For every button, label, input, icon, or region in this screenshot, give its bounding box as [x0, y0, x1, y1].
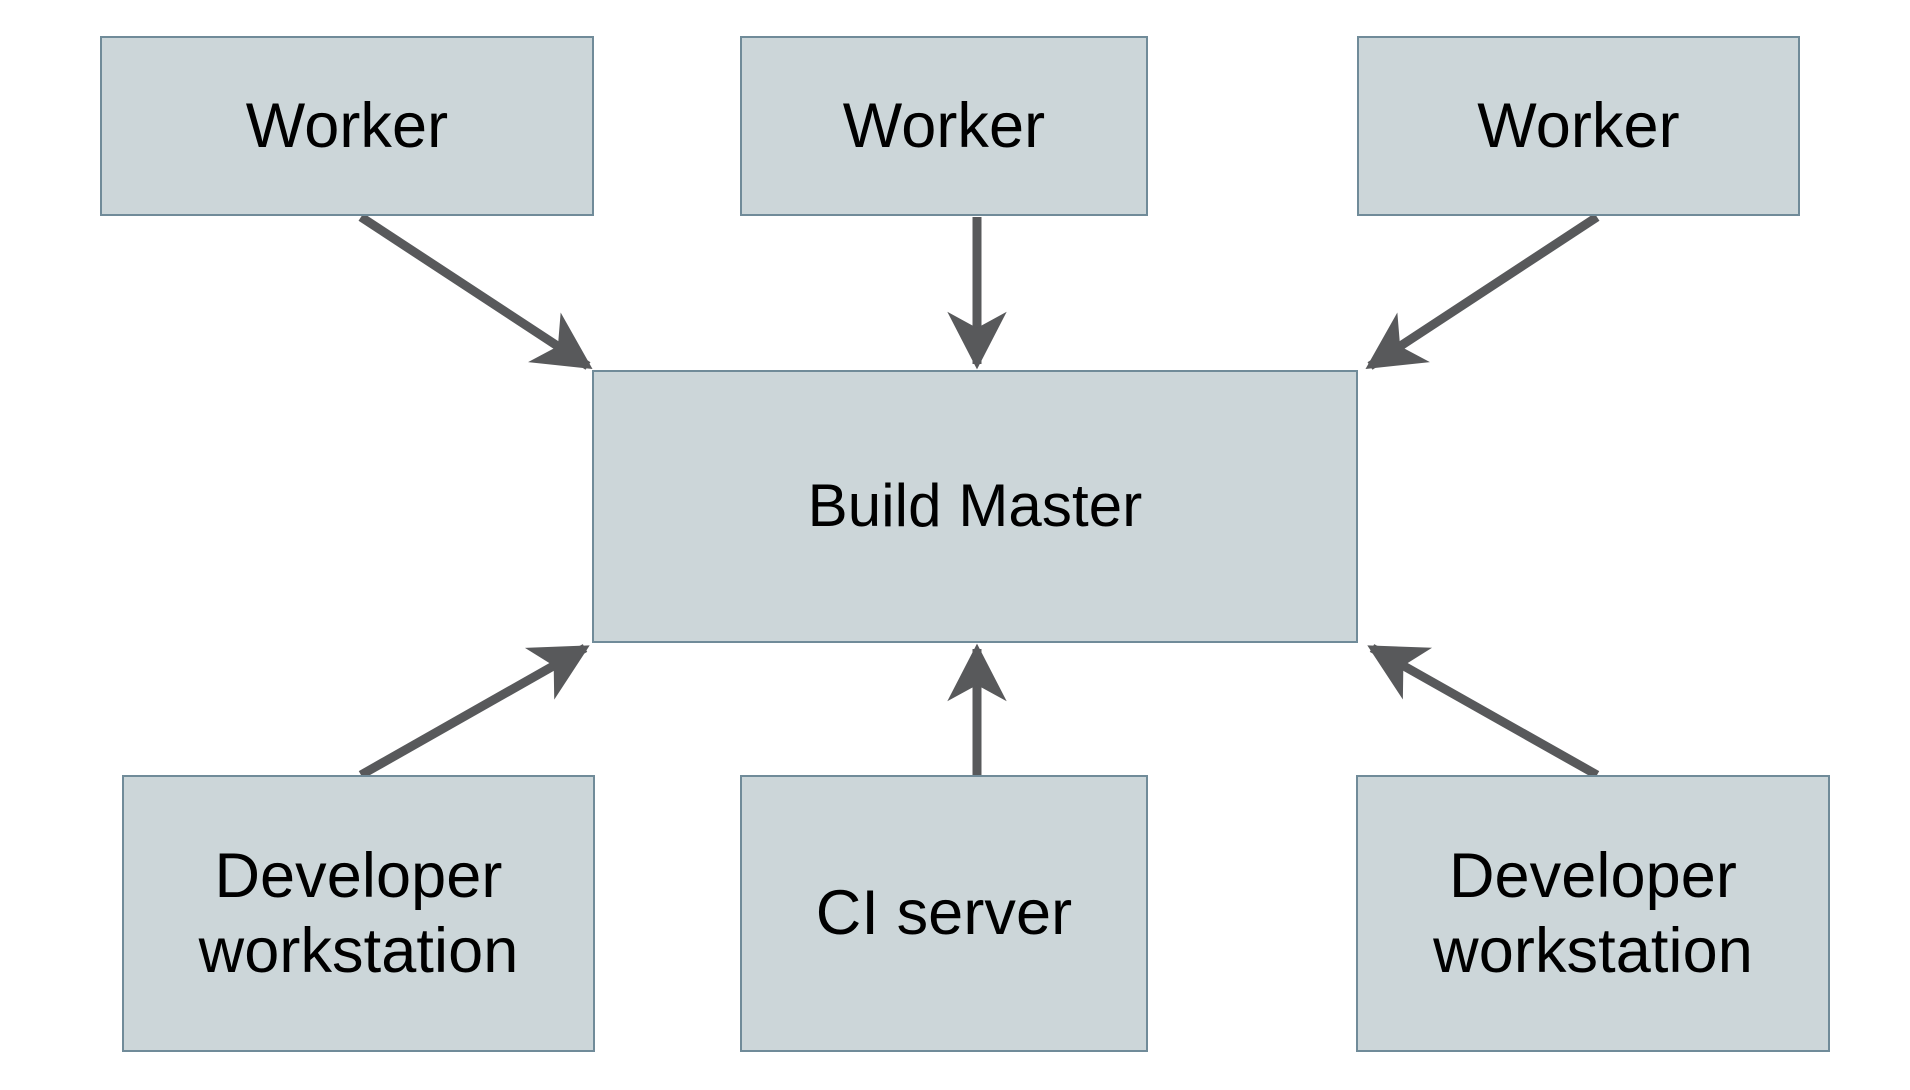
node-worker-1-label: Worker: [245, 90, 449, 161]
node-worker-1[interactable]: Worker: [100, 36, 594, 216]
node-build-master[interactable]: Build Master: [592, 370, 1358, 643]
edge-worker-3-to-build-master: [1365, 213, 1600, 370]
node-worker-2[interactable]: Worker: [740, 36, 1148, 216]
node-developer-workstation-left-label: Developer workstation: [198, 841, 519, 986]
node-ci-server-label: CI server: [815, 878, 1073, 949]
node-worker-3[interactable]: Worker: [1357, 36, 1800, 216]
node-ci-server[interactable]: CI server: [740, 775, 1148, 1052]
node-build-master-label: Build Master: [807, 472, 1143, 540]
node-developer-workstation-right-label: Developer workstation: [1433, 841, 1753, 986]
edge-worker-1-to-build-master: [358, 213, 593, 370]
node-developer-workstation-left[interactable]: Developer workstation: [122, 775, 595, 1052]
edge-dev-ws-1-to-build-master: [358, 644, 590, 779]
node-worker-2-label: Worker: [842, 90, 1046, 161]
edge-dev-ws-2-to-build-master: [1367, 644, 1600, 779]
node-developer-workstation-right[interactable]: Developer workstation: [1356, 775, 1830, 1052]
node-worker-3-label: Worker: [1477, 90, 1680, 161]
